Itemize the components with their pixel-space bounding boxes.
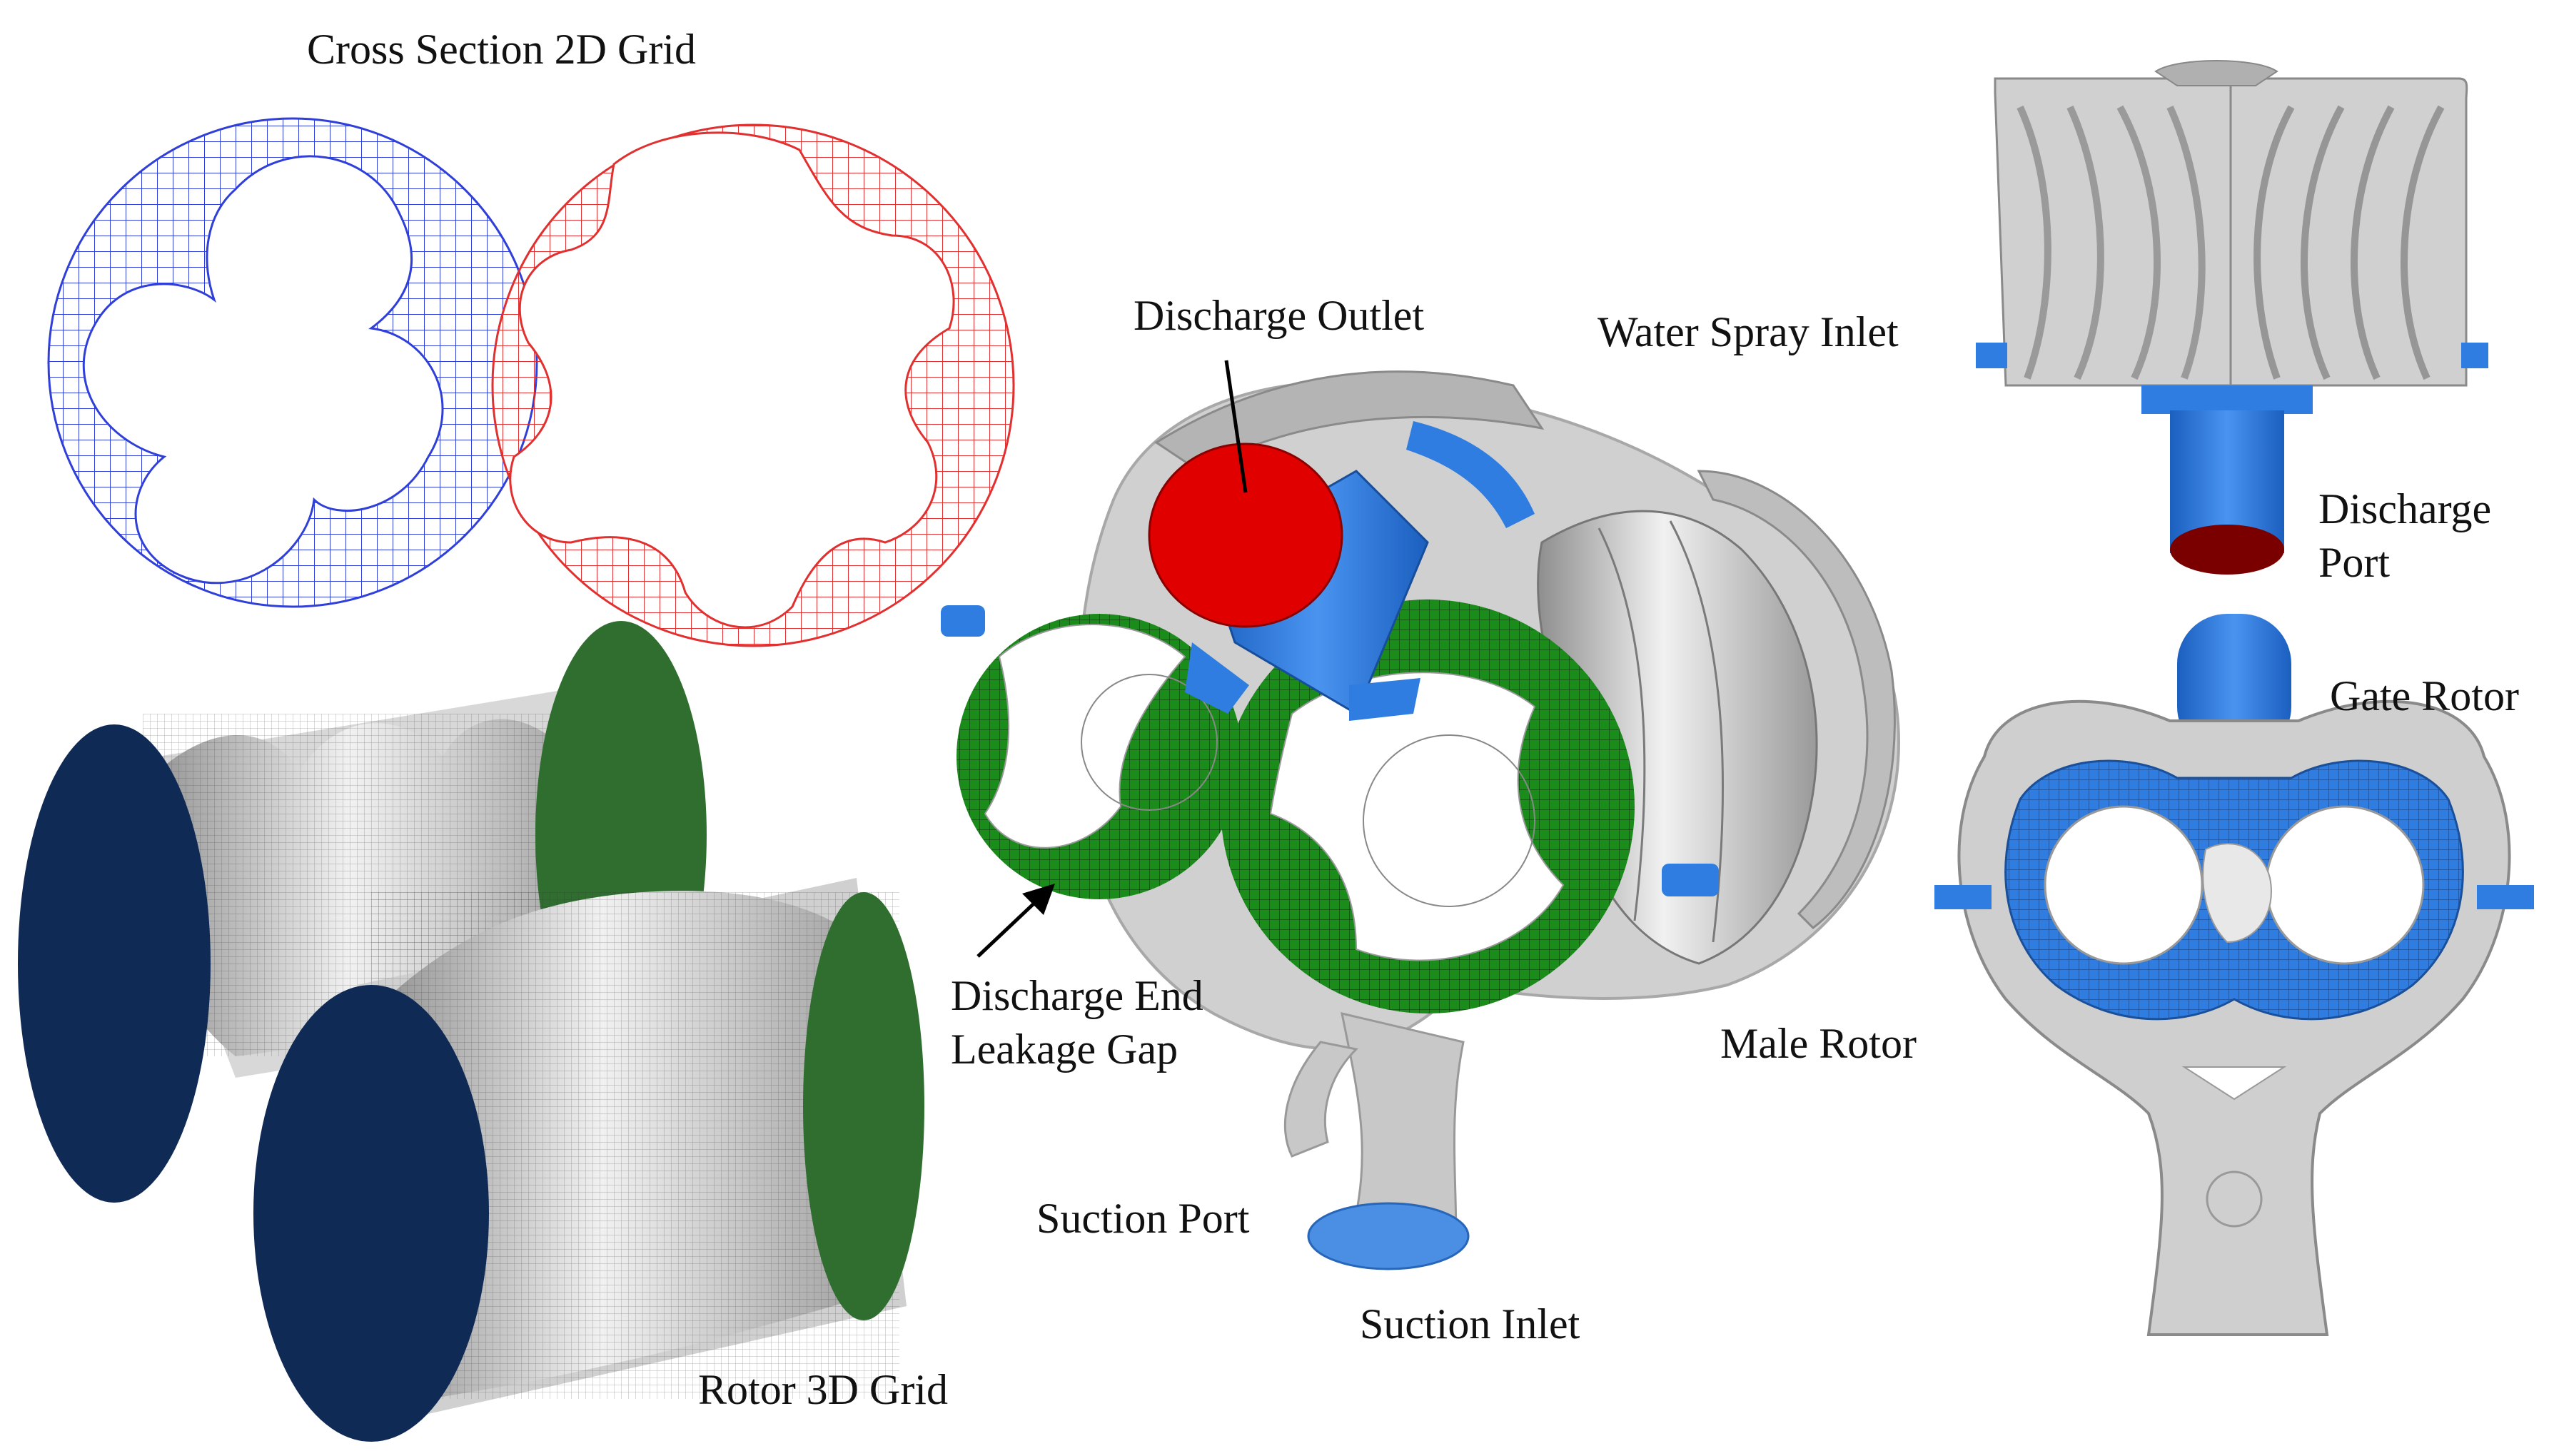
cross-section-2d-grid — [47, 117, 1015, 647]
casing-top-lip — [1154, 370, 1545, 472]
male-rotor-lobe-profile — [82, 155, 444, 585]
compressor-side-view — [1976, 60, 2488, 575]
label-discharge-end-leakage-gap: Discharge End Leakage Gap — [951, 969, 1203, 1076]
label-rotor-3d-grid: Rotor 3D Grid — [698, 1366, 948, 1413]
label-discharge-outlet: Discharge Outlet — [1134, 292, 1425, 339]
end-view-spray-nozzle-right — [2477, 885, 2534, 909]
label-suction-port: Suction Port — [1036, 1195, 1250, 1242]
label-discharge-port-line2: Port — [2318, 539, 2391, 586]
casing-right-shell — [1697, 470, 1896, 929]
side-view-spray-nozzle-right — [2461, 343, 2488, 368]
end-view-spray-nozzle-left — [1934, 885, 1992, 909]
side-view-male-helix — [2017, 105, 2206, 380]
leakage-shaft-circle-gate — [1363, 734, 1535, 907]
label-discharge-port: Discharge Port — [2318, 482, 2491, 590]
suction-inlet-opening — [1307, 1202, 1470, 1270]
male-rotor-end-face — [18, 724, 211, 1203]
label-leakage-line1: Discharge End — [951, 972, 1203, 1019]
compressor-assembly-view — [941, 360, 1901, 1270]
rotor-3d-grid — [18, 621, 924, 1442]
male-rotor-helix-line-1 — [1597, 527, 1646, 921]
label-discharge-port-line1: Discharge — [2318, 485, 2492, 532]
discharge-outlet-leader-line — [1224, 360, 1248, 493]
spray-nozzle-right — [1662, 864, 1719, 896]
gate-rotor-section — [491, 123, 1015, 647]
end-view-suction-slot — [2181, 1066, 2287, 1101]
end-view-center-lobe — [2202, 843, 2272, 944]
suction-port-stub — [1283, 1041, 1359, 1158]
side-view-discharge-port-face — [2170, 525, 2284, 575]
side-view-spray-nozzle-left — [1976, 343, 2007, 368]
side-view-gate-helix — [2253, 105, 2445, 380]
label-gate-rotor: Gate Rotor — [2330, 672, 2519, 719]
compressor-end-view — [1934, 614, 2534, 1336]
discharge-outlet-face — [1148, 443, 1343, 628]
casing-blue-band — [1406, 421, 1535, 528]
gate-rotor-lobe-profile — [509, 131, 955, 629]
spray-nozzle-left — [941, 605, 985, 637]
end-view-male-shaft — [2044, 805, 2204, 965]
leakage-gap-arrow-head — [1022, 884, 1055, 915]
side-view-discharge-flange — [2141, 385, 2313, 414]
discharge-end-leakage-gap — [956, 600, 1635, 1013]
end-view-gate-shaft — [2265, 805, 2425, 965]
housing-top-cap — [2154, 60, 2278, 86]
male-rotor-helix-line-2 — [1669, 520, 1724, 943]
label-cross-section-2d-grid: Cross Section 2D Grid — [307, 26, 696, 73]
gate-rotor-end-face — [253, 985, 489, 1442]
gate-rotor-far-face — [803, 892, 924, 1320]
end-view-bolt-boss — [2206, 1171, 2263, 1228]
discharge-outlet-flange — [1185, 642, 1420, 721]
label-male-rotor: Male Rotor — [1720, 1020, 1917, 1067]
label-leakage-line2: Leakage Gap — [951, 1026, 1178, 1073]
leakage-shaft-circle-male — [1081, 674, 1218, 811]
label-water-spray-inlet: Water Spray Inlet — [1597, 308, 1899, 355]
leakage-gap-arrow-line — [976, 894, 1044, 958]
male-rotor-section — [47, 117, 538, 608]
label-suction-inlet: Suction Inlet — [1360, 1300, 1580, 1348]
